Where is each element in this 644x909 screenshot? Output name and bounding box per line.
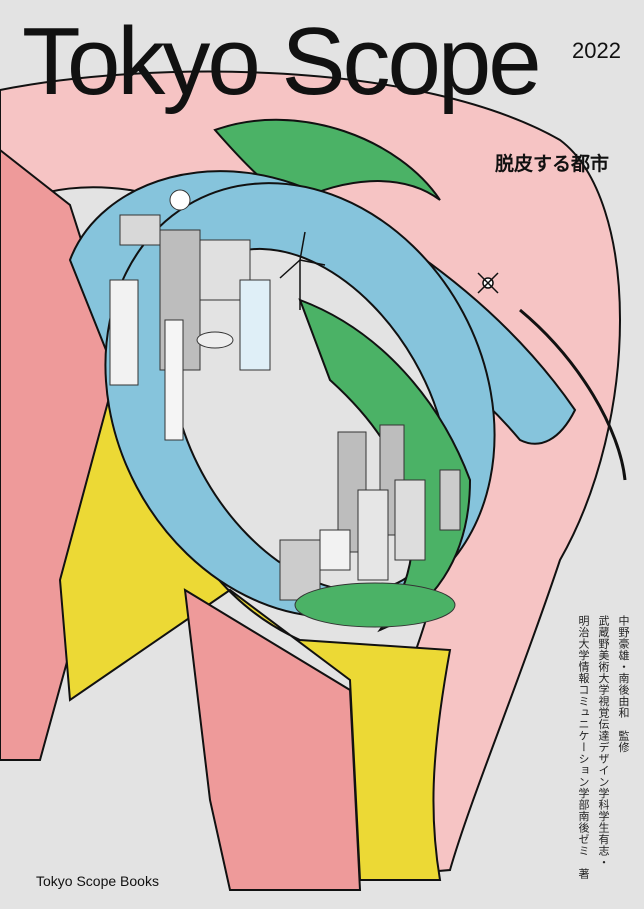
windmill-icon (279, 231, 326, 310)
salmon-ribbon-bottom (183, 588, 362, 891)
credit-musashino: 武蔵野美術大学視覚伝達デザイン学科学生有志・ (597, 615, 610, 868)
publisher-name: Tokyo Scope Books (36, 873, 159, 889)
cover-title: Tokyo Scope (22, 8, 542, 115)
sparkle-icon (477, 272, 499, 294)
credit-meiji: 明治大学情報コミュニケーション学部南後ゼミ 著 (577, 615, 590, 880)
cover-year: 2022 (572, 38, 621, 63)
cover-subtitle: 脱皮する都市 (495, 153, 610, 175)
city-lower (279, 424, 461, 628)
city-upper (109, 189, 271, 441)
credit-supervisors: 中野豪雄・南後由和 監修 (617, 615, 630, 753)
black-arc (519, 308, 627, 481)
